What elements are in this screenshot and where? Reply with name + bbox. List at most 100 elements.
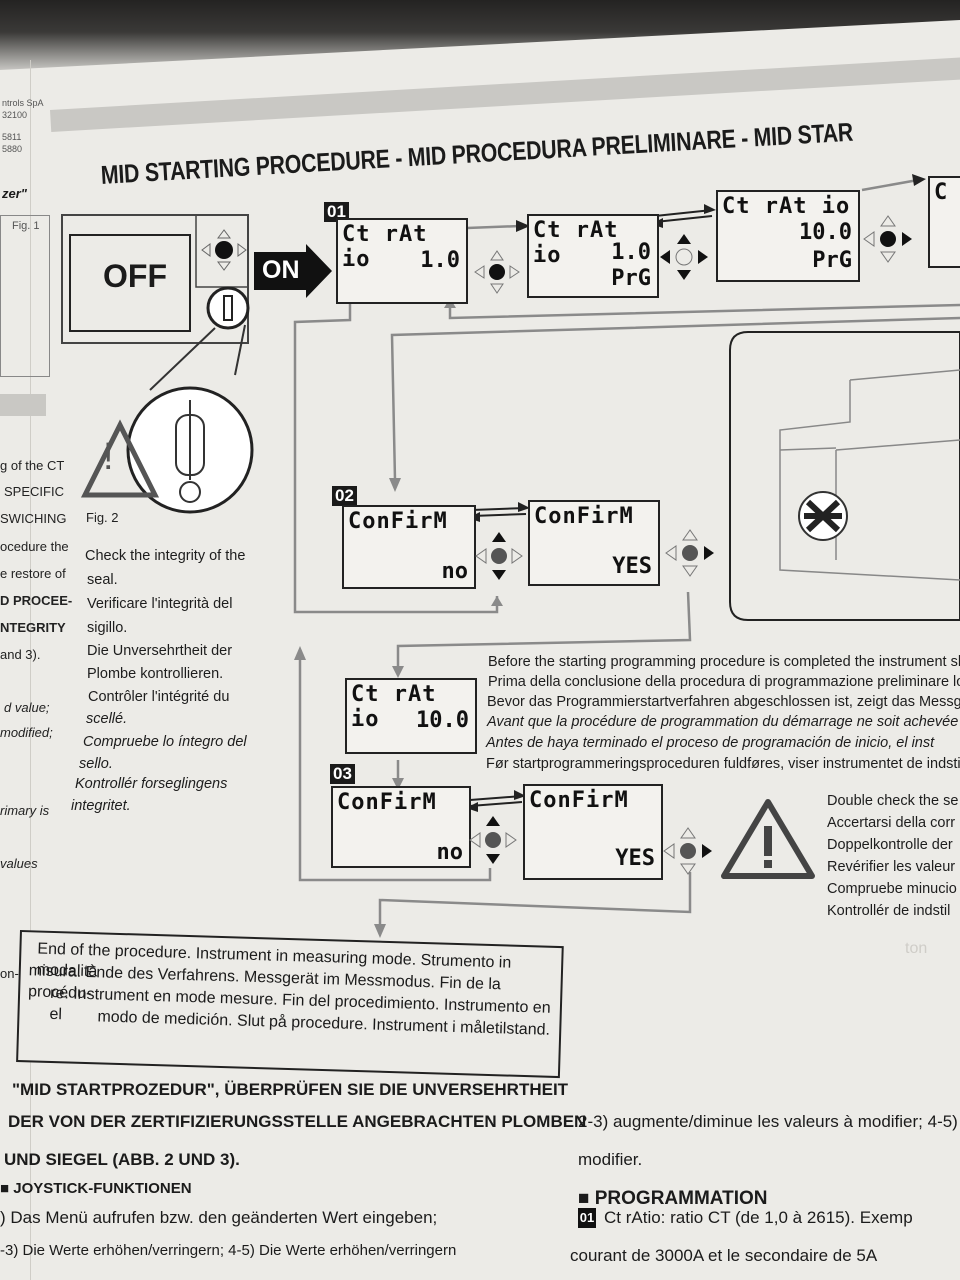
check-text-da: Kontrollér de indstil [827, 903, 951, 919]
warning-exclamation: ! [103, 436, 114, 478]
left-edge-text-5: zer" [2, 186, 27, 201]
lcd-line1: Ct rAt io [533, 218, 619, 268]
check-text-fr: Revérifier les valeur [827, 859, 956, 875]
prelim-text-de: Bevor das Programmierstartverfahren abge… [487, 694, 960, 710]
flow-connector-lines [293, 174, 960, 938]
programmation-heading: ■ PROGRAMMATION [578, 1188, 768, 1209]
seal-text-it-2: sigillo. [87, 620, 128, 636]
lcd-line3: PrG [812, 248, 852, 273]
lcd-line2: no [441, 559, 469, 584]
left-col-line-1: g of the CT [0, 458, 65, 473]
bottom-fr-line-5: courant de 3000A et le secondaire de 5A [570, 1246, 878, 1265]
joystick-icon [474, 250, 520, 294]
check-text-es: Compruebe minucio [827, 881, 957, 897]
bottom-de-line-1: "MID STARTPROZEDUR", ÜBERPRÜFEN SIE DIE … [12, 1080, 569, 1099]
device-housing-illustration [729, 331, 960, 621]
bottom-de-line-2: DER VON DER ZERTIFIZIERUNGSSTELLE ANGEBR… [8, 1112, 587, 1131]
bottom-de-line-3: UND SIEGEL (ABB. 2 UND 3). [4, 1150, 240, 1169]
left-edge-text-3: 5811 [2, 132, 22, 142]
seal-text-es-2: sello. [79, 756, 113, 772]
joystick-icon [660, 234, 708, 280]
seal-text-de-2: Plombe kontrollieren. [87, 666, 224, 682]
left-edge-text-1: ntrols SpA [2, 98, 44, 108]
bleed-through-text: ton [905, 940, 928, 957]
bottom-fr-line-1: 2-3) augmente/diminue les valeurs à modi… [578, 1112, 958, 1131]
lcd-ct-ratio-1: Ct rAt io 1.0 [336, 218, 468, 304]
seal-text-da-2: integritet. [71, 798, 131, 814]
left-col-line-9: d value; [4, 700, 50, 715]
left-col-line-13: on- [0, 966, 19, 981]
step-badge-02: 02 [332, 486, 357, 506]
warning-triangle-icon [721, 799, 815, 879]
seal-text-it-1: Verificare l'integrità del [87, 596, 233, 612]
lcd-line1: Ct rAt io [351, 682, 437, 732]
left-col-line-12: values [0, 856, 38, 871]
left-col-line-3: SWICHING [0, 511, 67, 526]
bottom-de-line-5: ) Das Menü aufrufen bzw. den geänderten … [0, 1208, 438, 1227]
joystick-functions-heading: ■ JOYSTICK-FUNKTIONEN [0, 1180, 192, 1197]
lcd-line1: Ct rAt io [722, 194, 851, 219]
left-col-line-5: e restore of [0, 566, 66, 581]
on-arrow-icon [254, 244, 332, 298]
prelim-text-it: Prima della conclusione della procedura … [488, 674, 960, 690]
seal-text-fr-1: Contrôler l'intégrité du [88, 689, 230, 705]
left-col-line-11: rimary is [0, 803, 50, 818]
step-badge-03: 03 [330, 764, 355, 784]
prelim-text-es: Antes de haya terminado el proceso de pr… [486, 735, 935, 751]
fig1-label: Fig. 1 [12, 220, 40, 232]
off-display-text: OFF [103, 258, 167, 294]
on-label: ON [262, 256, 300, 284]
step-badge-01: 01 [324, 202, 349, 222]
lcd-line2: 10.0 [416, 708, 469, 733]
left-col-line-10: modified; [0, 725, 53, 740]
lcd-cut-off: C [928, 176, 960, 268]
check-text-en: Double check the se [827, 793, 959, 809]
seal-text-da-1: Kontrollér forseglingens [75, 776, 228, 792]
left-col-line-2: SPECIFIC [4, 484, 64, 499]
lcd-ct-ratio-prg: Ct rAt io 1.0 PrG [527, 214, 659, 298]
lcd-line2: no [436, 840, 464, 865]
fig2-label: Fig. 2 [86, 510, 119, 525]
lcd-line1: ConFirM [534, 504, 634, 529]
left-col-line-6: D PROCEE- [0, 593, 73, 608]
lcd-confirm-no-1: ConFirM no [342, 505, 476, 589]
joystick-icon [663, 827, 712, 875]
seal-text-en-2: seal. [87, 572, 118, 588]
step-badge-01-fr: 01 [578, 1208, 596, 1228]
bottom-fr-line-4: Ct rAtio: ratio CT (de 1,0 à 2615). Exem… [604, 1208, 913, 1227]
left-edge-text-2: 32100 [2, 110, 28, 120]
seal-text-es-1: Compruebe lo íntegro del [83, 734, 247, 750]
lcd-ct-ratio-check: Ct rAt io 10.0 [345, 678, 477, 754]
lcd-line2: 1.0 [420, 248, 460, 273]
lcd-confirm-no-2: ConFirM no [331, 786, 471, 868]
lcd-line2: 10.0 [799, 220, 852, 245]
check-text-de: Doppelkontrolle der [827, 837, 953, 853]
left-edge-text-4: 5880 [2, 144, 23, 154]
left-col-line-8: and 3). [0, 647, 41, 662]
prelim-text-fr: Avant que la procédure de programmation … [487, 714, 959, 730]
lcd-ct-ratio-10: Ct rAt io 10.0 PrG [716, 190, 860, 282]
seal-text-de-1: Die Unversehrtheit der [87, 643, 233, 659]
joystick-icon [475, 532, 523, 580]
bottom-fr-line-2: modifier. [578, 1150, 643, 1169]
joystick-icon [665, 529, 714, 577]
lcd-line2: YES [612, 554, 652, 579]
lcd-line3: PrG [611, 266, 651, 291]
lcd-line1: ConFirM [529, 788, 629, 813]
lcd-line1: ConFirM [337, 790, 437, 815]
seal-text-en-1: Check the integrity of the [85, 548, 246, 564]
lcd-line2: YES [615, 846, 655, 871]
left-col-line-4: ocedure the [0, 539, 69, 554]
device-seal-illustration [61, 214, 254, 514]
lcd-line2: 1.0 [611, 240, 651, 265]
lcd-confirm-yes-2: ConFirM YES [523, 784, 663, 880]
left-fig-box [0, 215, 50, 377]
left-col-line-7: NTEGRITY [0, 620, 66, 635]
joystick-icon [469, 816, 517, 864]
bottom-de-line-6: -3) Die Werte erhöhen/verringern; 4-5) D… [0, 1242, 457, 1259]
lcd-line1: C [934, 180, 949, 205]
prelim-text-en: Before the starting programming procedur… [488, 654, 960, 670]
end-of-procedure-box: End of the procedure. Instrument in meas… [16, 930, 564, 1079]
lcd-line1: Ct rAt io [342, 222, 428, 272]
